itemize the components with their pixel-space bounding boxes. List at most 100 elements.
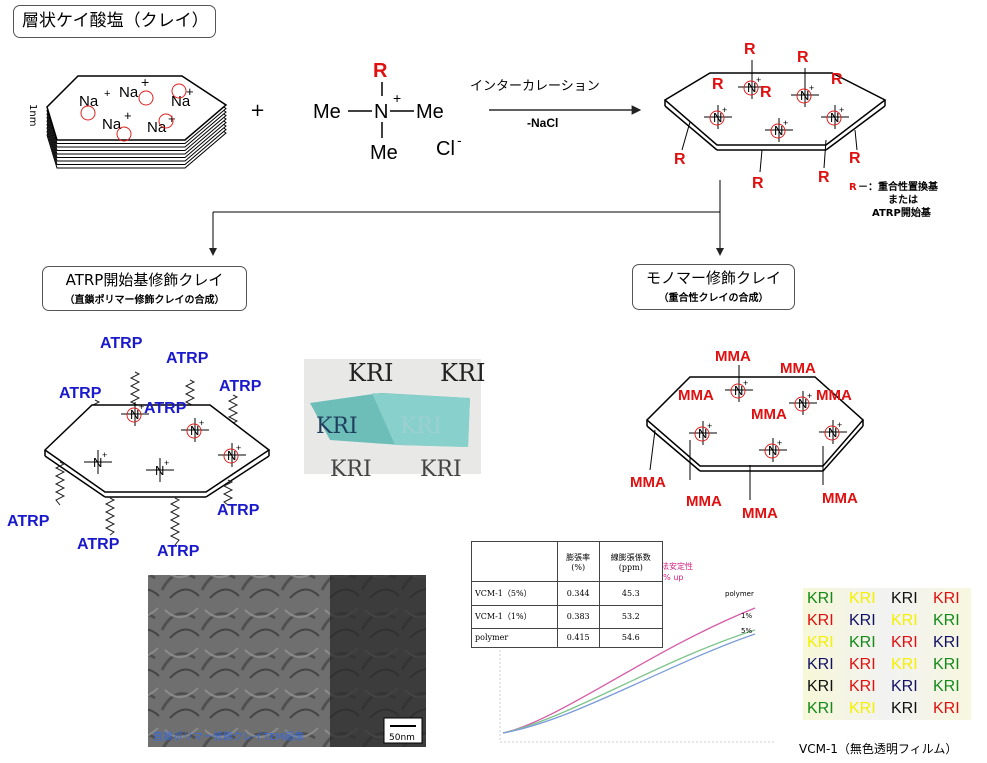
svg-text:N: N (130, 407, 139, 422)
kri-sample-text: KRI (891, 700, 918, 717)
svg-text:-NaCl: -NaCl (527, 116, 558, 130)
svg-text:Me: Me (313, 101, 341, 123)
mma-monomer-label: MMA (780, 360, 816, 377)
table-header-row: 膨張率(%) 線膨張係数(ppm) (471, 540, 664, 583)
svg-text:N: N (774, 123, 783, 138)
kri-sample-text: KRI (933, 656, 960, 673)
svg-text:N: N (768, 443, 777, 458)
kri-sample-text: KRI (807, 656, 834, 673)
mma-monomer-label: MMA (630, 474, 666, 491)
svg-text:R: R (373, 60, 388, 82)
svg-text:+: + (809, 83, 814, 93)
transparent-film-photo: KRI KRI KRI KRI KRI KRI KRI KRI KRI KRI KRI KRI KRI K… (803, 588, 971, 720)
expansion-chart: polymer 1% 5% (499, 578, 775, 743)
svg-text:N: N (828, 425, 837, 440)
monomer-clay-label-box: モノマー修飾クレイ （重合性クレイの合成） (632, 264, 795, 310)
svg-text:18% up: 18% up (653, 573, 683, 582)
svg-text:+: + (807, 391, 812, 401)
kri-sample-text: KRI (933, 678, 960, 695)
svg-text:KRI: KRI (316, 414, 358, 439)
kri-sample-text: KRI (891, 634, 918, 651)
svg-text:+: + (164, 458, 169, 468)
reaction-arrow: インターカレーション -NaCl (470, 79, 642, 130)
kri-sample-text: KRI (891, 590, 918, 607)
kri-sample-text: KRI (933, 700, 960, 717)
legend-1pct: 1% (741, 612, 752, 620)
atrp-initiator-label: ATRP (77, 536, 120, 553)
kri-sample-text: KRI (849, 634, 876, 651)
atrp-initiator-label: ATRP (166, 350, 209, 367)
series-5pct (502, 633, 756, 734)
anion-sites (80, 83, 187, 142)
ammonium-site: N+ (789, 391, 817, 415)
substituent-r: R (797, 49, 809, 66)
svg-text:N: N (713, 110, 722, 125)
atrp-initiator-label: ATRP (217, 502, 260, 519)
svg-text:R: R (849, 182, 857, 193)
atrp-initiator-label: ATRP (144, 400, 187, 417)
ammonium-site: N+ (725, 378, 753, 402)
ammonium-site: N+ (146, 458, 174, 482)
svg-text:N: N (374, 101, 388, 123)
atrp-initiator-label: ATRP (219, 378, 262, 395)
tem-scale: 50nm (389, 733, 415, 743)
svg-text:KRI: KRI (420, 457, 462, 482)
svg-text:+: + (756, 75, 761, 85)
mma-monomer-label: MMA (742, 505, 778, 522)
svg-text:+: + (168, 111, 176, 126)
mma-monomer-label: MMA (715, 348, 751, 365)
kri-sample-text: KRI (933, 590, 960, 607)
kri-sample-text: KRI (891, 612, 918, 629)
substituent-r: R (674, 151, 686, 168)
atrp-initiator-label: ATRP (100, 335, 143, 352)
svg-text:+: + (722, 105, 727, 115)
mma-monomer-label: MMA (816, 387, 852, 404)
monomer-clay-subtitle: （重合性クレイの合成） (658, 293, 769, 304)
atrp-initiator-label: ATRP (7, 513, 50, 530)
clay-stack (46, 75, 228, 169)
svg-text:+: + (186, 84, 194, 99)
film-caption: VCM-1（無色透明フィルム） (799, 742, 958, 756)
atrp-clay-title: ATRP開始基修飾クレイ (65, 271, 224, 289)
svg-text:N: N (800, 88, 809, 103)
svg-text:+: + (236, 443, 241, 453)
svg-text:+: + (139, 402, 144, 412)
mma-monomer-label: MMA (751, 406, 787, 423)
svg-text:KRI: KRI (440, 359, 485, 387)
kri-sample-text: KRI (849, 700, 876, 717)
substituent-r: R (760, 84, 772, 101)
svg-text:+: + (839, 105, 844, 115)
svg-text:KRI: KRI (348, 359, 393, 387)
ammonium-site: N+ (765, 118, 793, 142)
svg-text:+: + (102, 450, 107, 460)
kri-sample-text: KRI (891, 656, 918, 673)
legend-5pct: 5% (741, 627, 752, 635)
ammonium-salt: R Me N + Me Me Cl - (313, 60, 462, 164)
na-ion: Na (147, 119, 167, 136)
ammonium-site: N+ (821, 105, 849, 129)
na-ion: Na (119, 84, 139, 101)
svg-text:N: N (734, 383, 743, 398)
svg-text:+: + (199, 418, 204, 428)
kri-sample-text: KRI (807, 634, 834, 651)
mma-monomer-label: MMA (822, 490, 858, 507)
kri-sample-text: KRI (807, 612, 834, 629)
svg-text:+: + (104, 88, 110, 100)
na-ion: Na (102, 116, 122, 133)
atrp-clay-label-box: ATRP開始基修飾クレイ （直鎖ポリマー修飾クレイの合成） (42, 266, 247, 311)
atrp-clay-subtitle: （直鎖ポリマー修飾クレイの合成） (64, 295, 225, 306)
svg-text:－：重合性置換基: －：重合性置換基 (858, 180, 939, 193)
ammonium-site: N+ (819, 420, 847, 444)
film-photo: KRI KRI KRI KRI KRI KRI (304, 359, 485, 482)
svg-text:寸法安定性: 寸法安定性 (653, 561, 693, 571)
svg-text:N: N (798, 396, 807, 411)
svg-text:Cl: Cl (436, 138, 455, 160)
svg-text:+: + (141, 74, 149, 90)
svg-text:+: + (777, 438, 782, 448)
substituent-note: R －：重合性置換基 または ATRP開始基 (849, 180, 939, 219)
na-ion: Na (79, 93, 99, 110)
